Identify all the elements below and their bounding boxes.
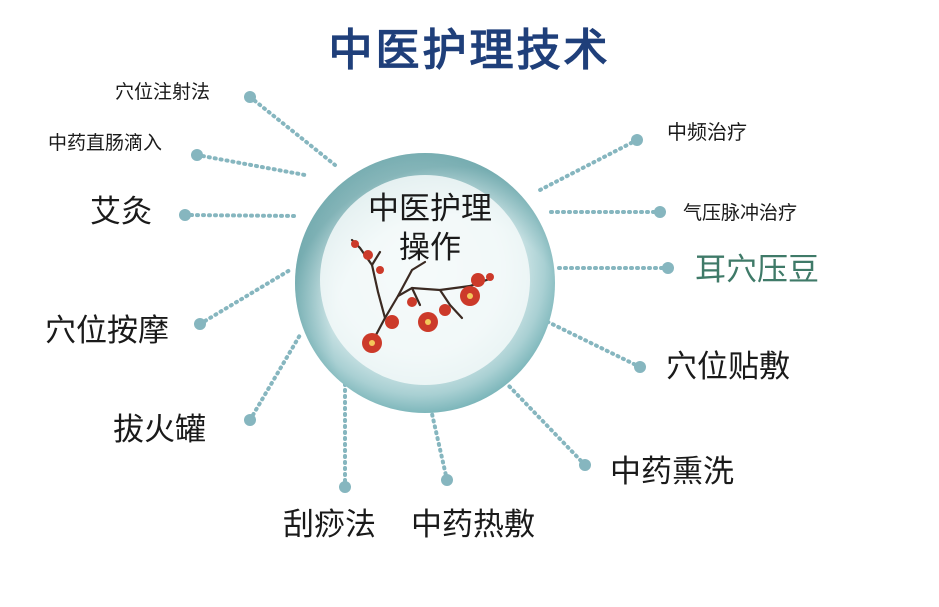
- page-title: 中医护理技术: [328, 25, 611, 76]
- label-herbal-fumigation: 中药熏洗: [610, 454, 734, 490]
- dot-moxibustion: [179, 209, 191, 221]
- dot-acupoint-massage: [194, 318, 206, 330]
- label-herbal-hot-compress: 中药热敷: [411, 507, 535, 543]
- connector-acupoint-application: [546, 320, 642, 369]
- label-herbal-rectal: 中药直肠滴入: [48, 132, 163, 154]
- label-ear-seed: 耳穴压豆: [695, 252, 819, 288]
- connector-herbal-fumigation: [506, 383, 587, 467]
- label-moxibustion: 艾灸: [90, 194, 152, 230]
- dot-herbal-hot: [441, 474, 453, 486]
- center-label-line1: 中医护理: [368, 191, 492, 227]
- dot-herbal-fumigation: [579, 459, 591, 471]
- label-acupoint-injection: 穴位注射法: [115, 81, 211, 103]
- connector-herbal-hot: [428, 403, 449, 482]
- label-acupoint-application: 穴位贴敷: [666, 349, 790, 385]
- connector-moxibustion: [183, 213, 300, 218]
- connector-acupoint-injection: [248, 95, 337, 167]
- dot-acupoint-injection: [244, 91, 256, 103]
- connector-herbal-rectal: [195, 153, 307, 177]
- label-acupoint-massage: 穴位按摩: [45, 313, 169, 349]
- label-pneumatic-pulse: 气压脉冲治疗: [683, 202, 798, 224]
- label-scraping: 刮痧法: [283, 507, 376, 543]
- connector-acupoint-massage: [198, 268, 292, 326]
- center-label-line2: 操作: [399, 230, 461, 266]
- dot-mid-frequency: [631, 134, 643, 146]
- connector-cupping: [248, 333, 302, 422]
- dot-pneumatic: [654, 206, 666, 218]
- label-mid-frequency: 中频治疗: [667, 120, 747, 144]
- center-inner-disc: [320, 175, 530, 385]
- dot-ear-seed: [662, 262, 674, 274]
- label-cupping: 拔火罐: [113, 412, 206, 448]
- dot-herbal-rectal: [191, 149, 203, 161]
- dot-scraping: [339, 481, 351, 493]
- dot-acupoint-application: [634, 361, 646, 373]
- connector-mid-frequency: [538, 138, 639, 192]
- dot-cupping: [244, 414, 256, 426]
- plum-blossom-icon: [350, 238, 494, 353]
